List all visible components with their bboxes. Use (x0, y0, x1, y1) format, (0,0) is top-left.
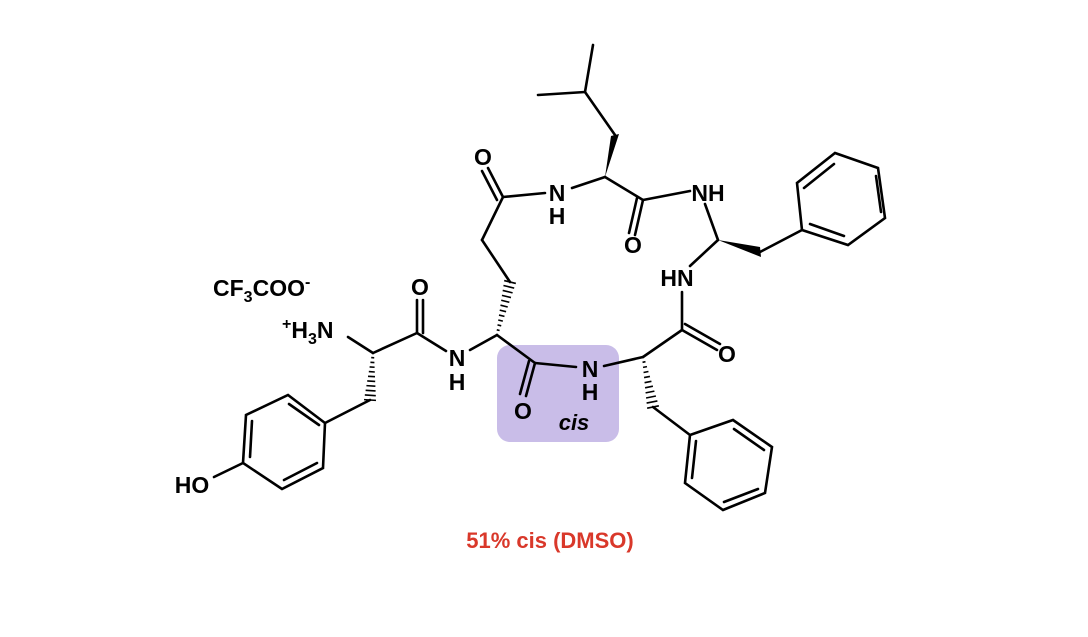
wedge-bond-phe (718, 240, 761, 257)
cis-ratio-caption: 51% cis (DMSO) (466, 528, 634, 553)
hydrogen-label: H (449, 369, 466, 395)
hash-stroke (643, 370, 649, 374)
hash-stroke (646, 405, 660, 409)
ammonium-label: +H3N (282, 316, 334, 348)
hash-stroke (498, 319, 504, 322)
oxygen-label: O (514, 398, 532, 424)
hash-stroke (642, 365, 648, 369)
hash-stroke (645, 390, 655, 394)
hash-stroke (498, 314, 505, 318)
hash-stroke (366, 384, 376, 387)
hydrogen-label: H (582, 379, 599, 405)
hashed-bonds (363, 279, 660, 409)
oxygen-label: O (718, 341, 736, 367)
nitrogen-label: N (549, 180, 566, 206)
atom-labels: O N H O NH HN O N H O cis N H O CF3COO- … (175, 144, 736, 498)
oxygen-label: O (411, 274, 429, 300)
hash-stroke (646, 400, 658, 404)
hydrogen-label: H (549, 203, 566, 229)
hash-stroke (644, 385, 654, 389)
bonds (212, 43, 887, 512)
hash-stroke (642, 360, 646, 364)
oxygen-label: O (474, 144, 492, 170)
hash-stroke (503, 284, 515, 289)
hash-stroke (502, 289, 513, 294)
counterion-label: CF3COO- (213, 274, 310, 306)
nitrogen-label: N (582, 356, 599, 382)
hash-stroke (644, 380, 652, 384)
cis-tag: cis (559, 410, 590, 435)
hash-stroke (499, 309, 507, 313)
oxygen-label: O (624, 232, 642, 258)
hash-stroke (643, 375, 651, 379)
hash-stroke (363, 398, 377, 402)
nh-label: NH (691, 180, 724, 206)
hash-stroke (500, 304, 508, 308)
hash-stroke (367, 380, 376, 383)
nitrogen-label: N (449, 345, 466, 371)
hash-stroke (501, 294, 512, 299)
hn-label: HN (660, 265, 693, 291)
hash-stroke (501, 299, 510, 304)
hash-stroke (645, 395, 657, 399)
wedge-bond-leu (605, 134, 619, 177)
hash-stroke (365, 389, 376, 392)
hydroxyl-label: HO (175, 472, 210, 498)
hash-stroke (364, 394, 376, 397)
hash-stroke (497, 324, 502, 327)
hash-stroke (503, 279, 517, 285)
hash-stroke (496, 329, 500, 332)
